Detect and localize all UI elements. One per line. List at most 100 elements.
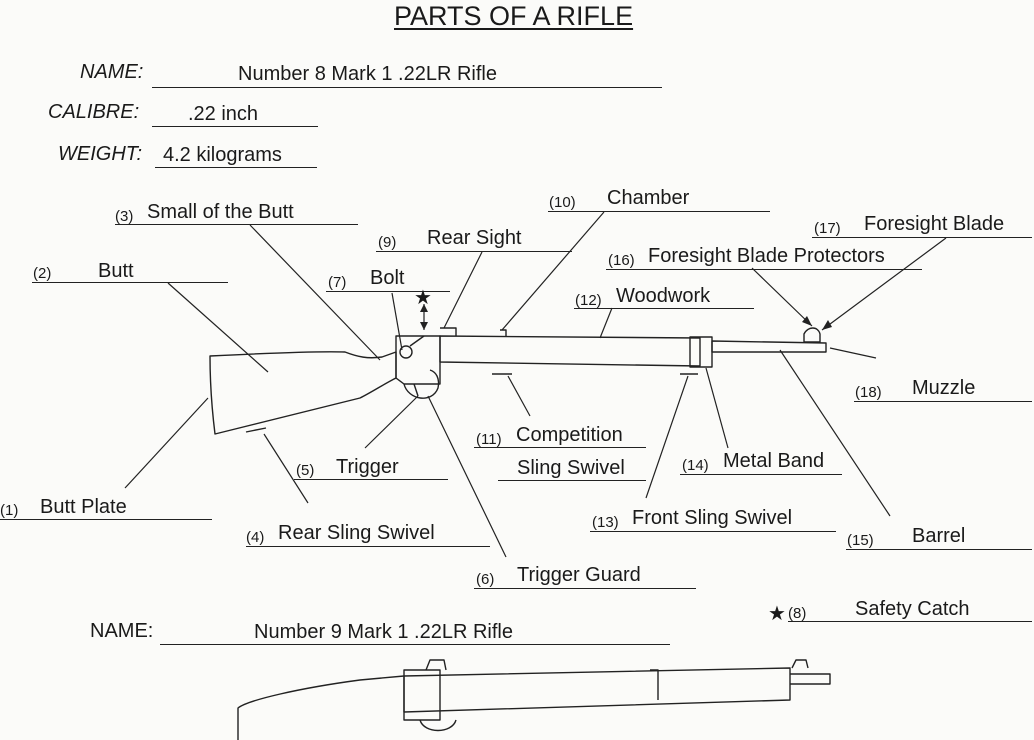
second-rifle-barrel [790, 673, 831, 685]
rear-sight-shape [440, 327, 457, 336]
leader-foresight-protectors [751, 267, 813, 327]
forestock-outline [439, 335, 701, 367]
leader-butt [167, 282, 269, 373]
part-5-label: Trigger [336, 456, 399, 478]
part-7-underline [326, 291, 450, 292]
part-12-label: Woodwork [616, 285, 711, 307]
second-name-underline [160, 644, 670, 645]
barrel-outline [711, 340, 827, 353]
part-5-underline [294, 479, 448, 480]
part-18-number: (18) [855, 384, 882, 401]
part-16-number: (16) [608, 252, 635, 269]
leader-bolt [391, 292, 403, 351]
part-13-number: (13) [592, 514, 619, 531]
part-11-label: Competition [516, 424, 623, 446]
name-underline [152, 87, 662, 88]
part-8-underline [788, 621, 1032, 622]
part-6-label: Trigger Guard [517, 564, 641, 586]
leader-small-of-butt [249, 224, 381, 361]
second-rifle-body [403, 667, 791, 713]
part-4-label: Rear Sling Swivel [278, 522, 435, 544]
part-14-underline [680, 474, 842, 475]
part-16-underline [606, 269, 922, 270]
leader-muzzle [829, 347, 877, 359]
calibre-label: CALIBRE: [48, 101, 140, 123]
leader-chamber [501, 211, 605, 331]
part-8-number: (8) [788, 605, 807, 622]
leader-foresight-blade [821, 237, 947, 331]
part-15-underline [846, 549, 1032, 550]
safety-catch-star-icon: ★ [414, 287, 432, 309]
leader-butt-plate [124, 397, 209, 489]
second-rifle-action [403, 669, 441, 721]
name-label: NAME: [80, 61, 144, 83]
part-7-label: Bolt [370, 267, 405, 289]
second-rifle-guard [419, 719, 457, 732]
leader-trigger [364, 395, 419, 449]
part-14-number: (14) [682, 457, 709, 474]
part-4-number: (4) [246, 529, 265, 546]
part-3-underline [115, 224, 358, 225]
part-5-number: (5) [296, 462, 315, 479]
leader-rear-sight [443, 251, 483, 329]
weight-value: 4.2 kilograms [163, 144, 282, 166]
part-9-number: (9) [378, 234, 397, 251]
arrowhead-safety-catch-bottom [420, 322, 428, 330]
leader-barrel [779, 349, 891, 517]
name-value: Number 8 Mark 1 .22LR Rifle [238, 63, 497, 85]
leader-competition-swivel [507, 375, 531, 417]
part-1-number: (1) [0, 502, 19, 519]
part-8-label: Safety Catch [855, 598, 970, 620]
part-14-label: Metal Band [723, 450, 825, 472]
foresight-protector-shape [803, 327, 821, 343]
rear-sling-swivel-shape [245, 427, 267, 433]
part-6-underline [474, 588, 696, 589]
arrowhead-foresight-blade [822, 320, 832, 330]
part-11-number: (11) [476, 431, 502, 448]
part-15-number: (15) [847, 532, 874, 549]
part-2-label: Butt [98, 260, 134, 282]
part-1-underline [0, 519, 212, 520]
part-12-number: (12) [575, 292, 602, 309]
part-17-label: Foresight Blade [864, 213, 1005, 235]
part-11-underline-2 [498, 480, 646, 481]
second-name-label: NAME: [90, 620, 154, 642]
chamber-shape [500, 329, 507, 336]
weight-label: WEIGHT: [58, 143, 143, 165]
second-rifle-sight [425, 659, 447, 671]
part-1-label: Butt Plate [40, 496, 127, 518]
trigger-guard-shape [403, 369, 440, 399]
part-2-number: (2) [33, 265, 52, 282]
second-rifle-band [650, 669, 659, 700]
leader-metal-band [705, 367, 729, 449]
part-18-underline [854, 401, 1032, 402]
trigger-shape [413, 383, 419, 397]
part-10-number: (10) [549, 194, 576, 211]
receiver-outline [395, 335, 441, 385]
part-11-underline [474, 447, 646, 448]
bolt-handle-shape [409, 335, 425, 347]
part-13-underline [590, 531, 836, 532]
part-13-label: Front Sling Swivel [632, 507, 793, 529]
part-3-label: Small of the Butt [147, 201, 294, 223]
calibre-value: .22 inch [188, 103, 259, 125]
part-17-number: (17) [814, 220, 841, 237]
part-17-underline [812, 237, 1032, 238]
leader-front-sling-swivel [645, 375, 689, 499]
part-7-number: (7) [328, 274, 347, 291]
part-4-underline [246, 546, 490, 547]
stock-outline [209, 351, 397, 435]
part-10-label: Chamber [607, 187, 690, 209]
arrowhead-foresight-protectors [802, 316, 812, 326]
page-title: PARTS OF A RIFLE [394, 1, 634, 31]
part-9-underline [376, 251, 572, 252]
second-rifle-stock [237, 675, 405, 740]
weight-underline [155, 167, 317, 168]
leader-trigger-guard [427, 395, 507, 558]
part-10-underline [548, 211, 770, 212]
part-3-number: (3) [115, 208, 134, 225]
leader-rear-sling-swivel [263, 433, 309, 504]
part-2-underline [32, 282, 228, 283]
part-16-label: Foresight Blade Protectors [648, 245, 885, 267]
